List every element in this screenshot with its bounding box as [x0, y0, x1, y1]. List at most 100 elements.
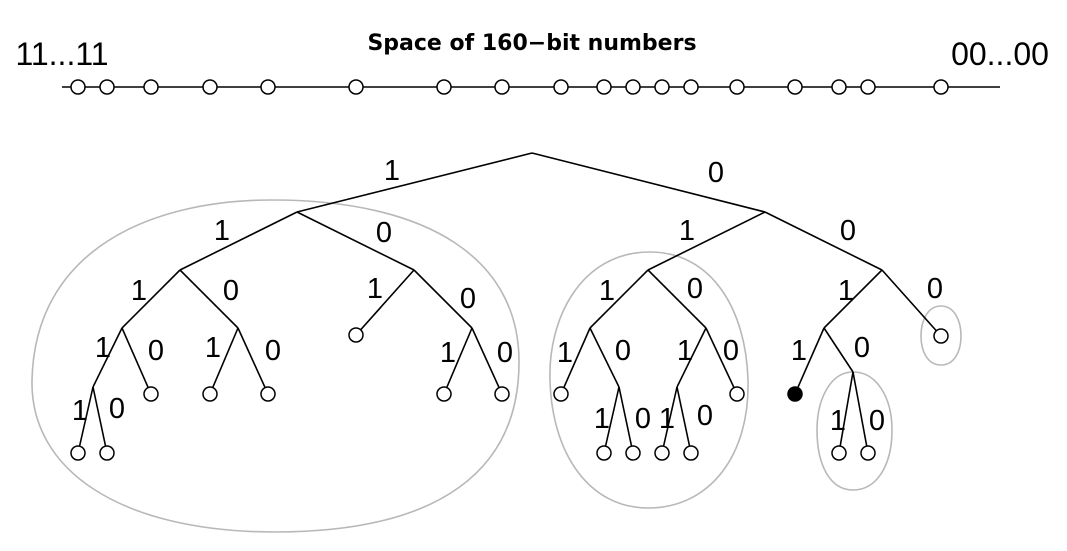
- tree-edge-bit-1: [661, 386, 678, 454]
- edge-label-1: 1: [384, 155, 400, 187]
- tree-leaf-node: [860, 445, 876, 461]
- tree-edge-bit-1: [355, 269, 415, 336]
- edge-label-0: 0: [927, 273, 943, 305]
- tree-edge-bit-1: [296, 152, 533, 213]
- tree-edge-bit-0: [852, 371, 869, 454]
- tree-edge-bit-0: [471, 327, 503, 395]
- tree-leaf-node: [553, 386, 569, 402]
- tree-edge-bit-0: [823, 327, 854, 373]
- tree-leaf-node: [70, 445, 86, 461]
- number-line-node: [348, 79, 364, 95]
- edge-label-0: 0: [854, 332, 870, 364]
- tree-edge-bit-1: [443, 327, 473, 395]
- edge-label-1: 1: [95, 332, 111, 364]
- number-line-node: [436, 79, 452, 95]
- edge-label-0: 0: [869, 405, 885, 437]
- tree-leaf-nodes: [70, 327, 949, 461]
- tree-edge-bit-1: [77, 386, 94, 454]
- tree-leaf-node: [348, 327, 364, 343]
- tree-leaf-node: [729, 386, 745, 402]
- tree-leaf-node: [596, 445, 612, 461]
- edge-label-1: 1: [214, 215, 230, 247]
- number-line-node: [596, 79, 612, 95]
- tree-leaf-node: [625, 445, 641, 461]
- edge-label-0: 0: [697, 400, 713, 432]
- tree-leaf-node: [436, 386, 452, 402]
- number-line-node: [860, 79, 876, 95]
- tree-leaf-node: [683, 445, 699, 461]
- tree-leaf-node: [202, 386, 218, 402]
- tree-edge-bit-0: [764, 211, 883, 271]
- tree-edge-bit-1: [121, 269, 181, 329]
- edge-label-1: 1: [679, 215, 695, 247]
- tree-edge-bit-0: [705, 327, 738, 395]
- edge-label-0: 0: [497, 337, 513, 369]
- tree-edge-bit-0: [237, 327, 269, 395]
- diagram-title: Space of 160−bit numbers: [367, 31, 696, 56]
- number-line-node: [654, 79, 670, 95]
- edge-label-1: 1: [659, 403, 675, 435]
- number-line-node: [260, 79, 276, 95]
- tree-edge-bit-0: [179, 269, 239, 329]
- tree-leaf-node: [831, 445, 847, 461]
- edge-label-1: 1: [72, 395, 88, 427]
- number-line-node: [831, 79, 847, 95]
- number-line-node: [143, 79, 159, 95]
- edge-label-0: 0: [265, 335, 281, 367]
- tree-leaf-node: [933, 328, 949, 344]
- group-outline-subtree-01: [549, 251, 749, 509]
- tree-leaf-node: [143, 386, 159, 402]
- tree-edge-bit-0: [296, 211, 415, 271]
- edge-label-1: 1: [838, 275, 854, 307]
- edge-label-0: 0: [460, 283, 476, 315]
- tree-edge-bit-1: [589, 269, 649, 329]
- tree-edge-bit-1: [823, 269, 883, 329]
- number-line-node: [553, 79, 569, 95]
- tree-edge-bit-1: [647, 211, 766, 271]
- tree-leaf-node: [654, 445, 670, 461]
- tree-edge-bit-0: [647, 269, 707, 329]
- tree-leaf-node: [494, 386, 510, 402]
- highlighted-leaf-node: [787, 386, 803, 402]
- tree-edge-bit-1: [209, 327, 239, 395]
- tree-edge-bit-1: [676, 327, 707, 388]
- tree-edge-bit-0: [676, 386, 692, 454]
- tree-edge-bit-1: [179, 211, 298, 271]
- tree-edge-bit-1: [603, 386, 620, 454]
- edge-label-0: 0: [635, 403, 651, 435]
- group-outlines: [31, 199, 962, 533]
- tree-edge-bit-0: [92, 386, 108, 454]
- number-line-node: [99, 79, 115, 95]
- tree-edge-bit-0: [531, 152, 766, 213]
- number-line-node: [494, 79, 510, 95]
- edge-label-1: 1: [205, 332, 221, 364]
- tree-edge-bit-0: [881, 269, 942, 337]
- tree-edge-bit-1: [794, 327, 825, 395]
- edge-label-1: 1: [557, 337, 573, 369]
- tree-edge-bit-0: [121, 327, 152, 395]
- edge-label-1: 1: [131, 275, 147, 307]
- edge-label-0: 0: [615, 335, 631, 367]
- tree-leaf-node: [260, 386, 276, 402]
- edge-label-1: 1: [830, 405, 846, 437]
- edge-label-0: 0: [376, 217, 392, 249]
- tree-edge-bit-1: [560, 327, 591, 395]
- tree-edge-bit-0: [589, 327, 620, 388]
- edge-label-1: 1: [599, 275, 615, 307]
- edge-label-1: 1: [367, 273, 383, 305]
- edge-label-1: 1: [677, 335, 693, 367]
- number-line-node: [729, 79, 745, 95]
- edge-label-0: 0: [148, 335, 164, 367]
- edge-label-0: 0: [109, 393, 125, 425]
- right-end-label: 00...00: [951, 36, 1049, 72]
- number-line-node: [933, 79, 949, 95]
- edge-label-1: 1: [440, 337, 456, 369]
- tree-edge-bit-0: [413, 269, 473, 329]
- edge-label-0: 0: [723, 335, 739, 367]
- tree-edges: [77, 152, 942, 454]
- number-line-node: [70, 79, 86, 95]
- tree-leaf-node: [99, 445, 115, 461]
- tree-edge-bit-0: [618, 386, 634, 454]
